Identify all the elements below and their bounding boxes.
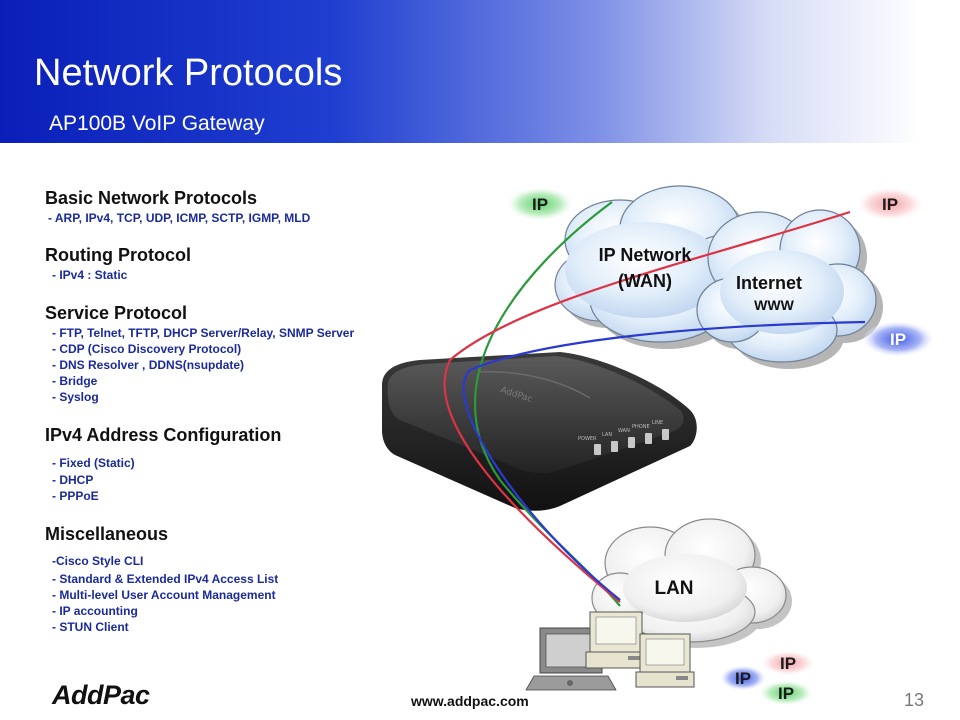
list-item: - Syslog: [52, 390, 99, 404]
blue-connection: [462, 320, 866, 601]
slide-title: Network Protocols: [34, 52, 343, 94]
voip-gateway-device: AddPac POWER LAN WAN PHONE LINE: [382, 352, 697, 511]
list-item: - DHCP: [52, 473, 94, 487]
ip-tag: IP: [778, 684, 794, 703]
list-item: - CDP (Cisco Discovery Protocol): [52, 342, 242, 356]
connection-lines: [443, 201, 866, 607]
list-item: - Bridge: [52, 374, 98, 388]
port-label: PHONE: [632, 424, 650, 430]
list-item: - Standard & Extended IPv4 Access List: [52, 572, 279, 586]
list-item: - FTP, Telnet, TFTP, DHCP Server/Relay, …: [52, 326, 355, 340]
list-item: - Multi-level User Account Management: [52, 588, 276, 602]
page-number: 13: [904, 690, 925, 710]
led-power: [594, 444, 601, 455]
internet-cloud: [696, 209, 883, 369]
port-label: LINE: [652, 420, 663, 426]
led-phone: [645, 433, 652, 444]
ip-tag: IP: [532, 195, 548, 214]
led-wan: [628, 437, 635, 448]
led-line: [662, 429, 669, 440]
cloud-labels: IP Network (WAN) Internet WWW LAN: [599, 245, 802, 599]
section-heading-routing: Routing Protocol: [45, 245, 191, 265]
list-item: - STUN Client: [52, 620, 129, 634]
ip-tag: IP: [735, 669, 751, 688]
list-item: -Cisco Style CLI: [52, 554, 144, 568]
red-connection: [443, 210, 851, 603]
list-item: - ARP, IPv4, TCP, UDP, ICMP, SCTP, IGMP,…: [48, 211, 311, 225]
list-item: - IP accounting: [52, 604, 138, 618]
ip-tag: IP: [890, 330, 906, 349]
internet-label: Internet: [736, 273, 802, 293]
list-item: - IPv4 : Static: [52, 268, 128, 282]
list-item: - DNS Resolver , DDNS(nsupdate): [52, 358, 245, 372]
ip-tags: IP IP IP IP IP IP: [508, 188, 932, 705]
website-url[interactable]: www.addpac.com: [411, 693, 529, 709]
addpac-logo: AddPac: [52, 680, 150, 710]
port-label: POWER: [578, 436, 597, 442]
section-heading-service: Service Protocol: [45, 303, 188, 323]
lan-label: LAN: [654, 578, 693, 599]
section-heading-ipv4: IPv4 Address Configuration: [45, 425, 282, 445]
list-item: - Fixed (Static): [52, 456, 135, 470]
lan-cloud: [591, 518, 792, 648]
slide-subtitle: AP100B VoIP Gateway: [49, 112, 265, 135]
title-banner: Network Protocols AP100B VoIP Gateway: [0, 0, 960, 143]
ip-tag: IP: [882, 195, 898, 214]
section-heading-basic: Basic Network Protocols: [45, 188, 258, 208]
wan-cloud: [554, 185, 777, 349]
ip-tag: IP: [780, 654, 796, 673]
section-heading-misc: Miscellaneous: [45, 524, 169, 544]
port-label: WAN: [618, 428, 630, 434]
list-item: - PPPoE: [52, 489, 99, 503]
port-label: LAN: [602, 432, 612, 438]
led-lan: [611, 441, 618, 452]
wan-label-line1: IP Network: [599, 245, 693, 265]
wan-label-line2: (WAN): [618, 271, 672, 291]
computers: [525, 611, 695, 691]
www-label: WWW: [754, 297, 794, 313]
